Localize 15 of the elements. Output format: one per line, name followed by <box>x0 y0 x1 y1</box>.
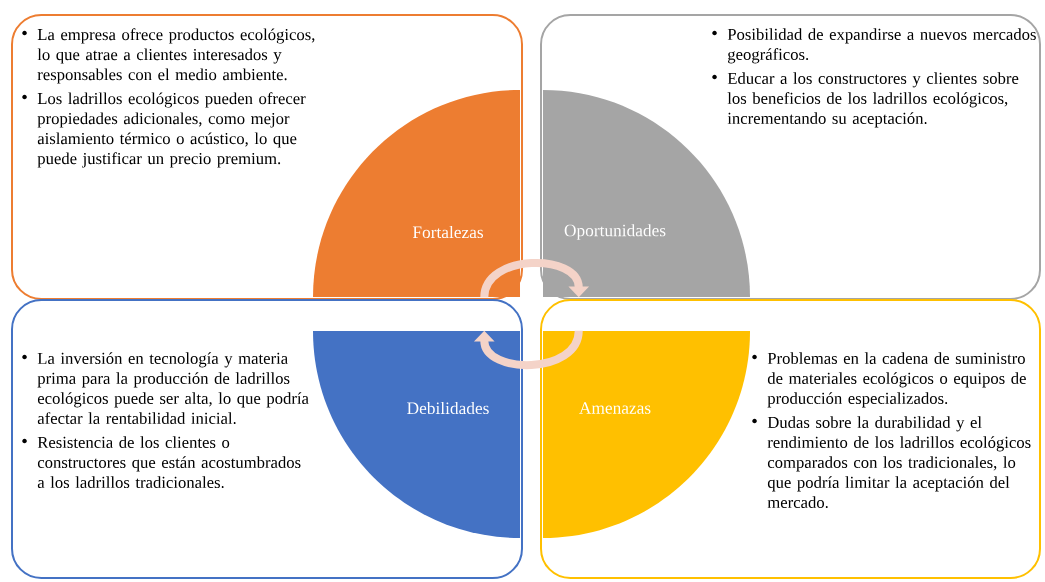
bullet-text: La empresa ofrece productos ecológicos, lo que atrae a clientes interesados y responsables con el medio ambiente. <box>22 28 315 84</box>
rounded-box <box>540 299 1041 579</box>
bullet-text: Resistencia de los clientes o constructores que están acostumbrados a los ladrillos tradicionales. <box>22 436 301 489</box>
node-label: Debilidades <box>407 401 489 415</box>
rounded-box <box>540 14 1041 300</box>
bullet-text: Problemas en la cadena de suministro de materiales ecológicos o equipos de producción especializados. <box>752 352 1026 408</box>
bullet-text: Los ladrillos ecológicos pueden ofrecer propiedades adicionales, como mejor aislamiento térmico o acústico, lo que puede justificar un precio premium. <box>22 92 306 168</box>
bullet-text: Posibilidad de expandirse a nuevos mercados geográficos. <box>712 28 1036 64</box>
bullet-text: La inversión en tecnología y materia prima para la producción de ladrillos ecológicos puede ser alta, lo que podría afectar la rentabilidad inicial. <box>22 352 309 425</box>
node-label: Amenazas <box>579 402 651 414</box>
rounded-box <box>11 299 523 579</box>
rounded-box <box>11 14 523 300</box>
node-label: Oportunidades <box>564 224 666 240</box>
node-label: Fortalezas <box>412 225 484 239</box>
bullet-text: Dudas sobre la durabilidad y el rendimiento de los ladrillos ecológicos comparados con los tradicionales, lo que podría limitar la aceptación del mercado. <box>752 416 1031 509</box>
